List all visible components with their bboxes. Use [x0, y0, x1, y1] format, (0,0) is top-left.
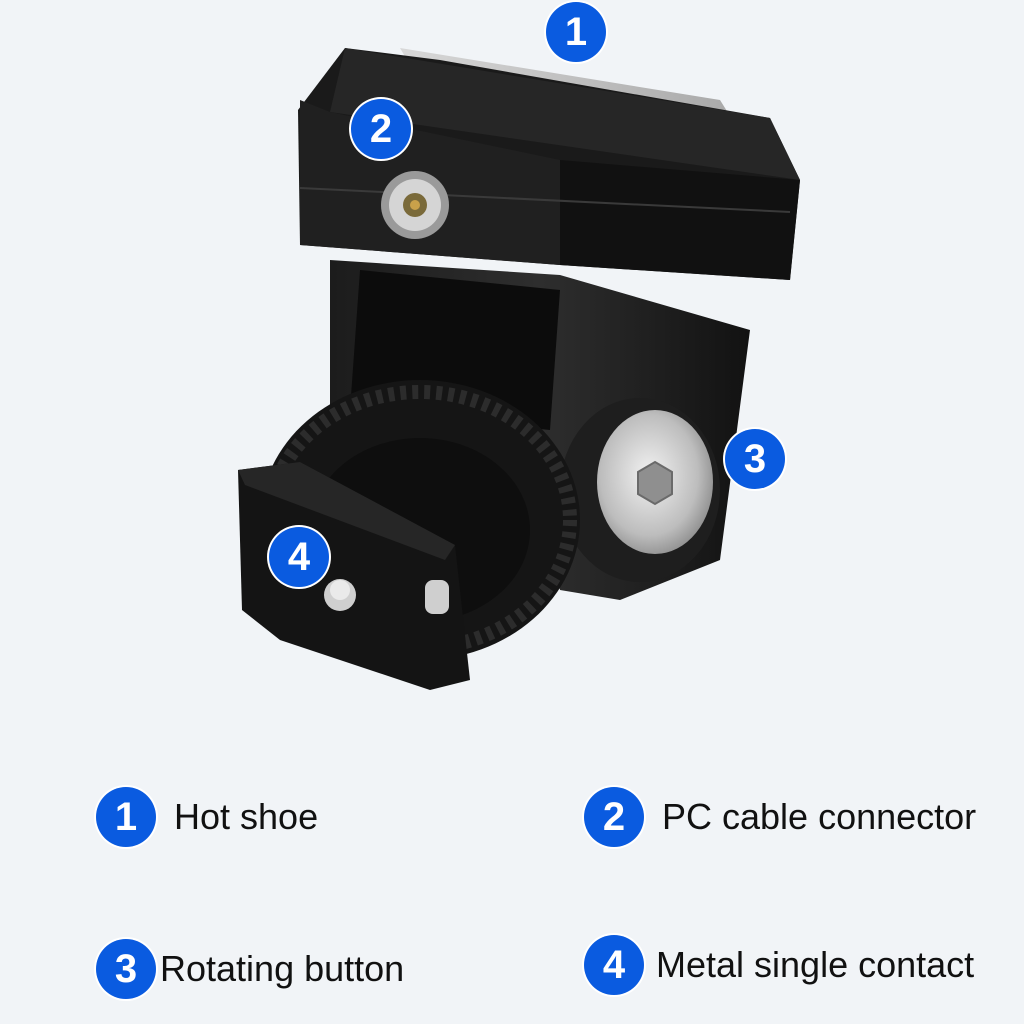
product-image-hot-shoe-adapter	[238, 48, 800, 690]
legend-label-rotating-button: Rotating button	[160, 948, 405, 989]
legend-item-metal-single-contact: 4 Metal single contact	[584, 935, 974, 995]
legend-badge-1: 1	[96, 787, 156, 847]
legend-item-rotating-button: 3 Rotating button	[96, 939, 404, 999]
legend-label-metal-single-contact: Metal single contact	[656, 944, 975, 985]
callout-badge-3: 3	[725, 429, 785, 489]
legend-item-hot-shoe: 1 Hot shoe	[96, 787, 318, 847]
callout-badge-2: 2	[351, 99, 411, 159]
rotating-button	[560, 398, 720, 582]
mounting-foot	[238, 462, 470, 690]
callout-badge-1: 1	[546, 2, 606, 62]
legend-label-hot-shoe: Hot shoe	[174, 796, 319, 837]
callout-badge-4: 4	[269, 527, 329, 587]
adapter-housing	[298, 48, 800, 280]
legend-badge-4: 4	[584, 935, 644, 995]
legend-label-pc-cable-connector: PC cable connector	[662, 796, 977, 837]
legend-badge-3: 3	[96, 939, 156, 999]
legend-badge-2: 2	[584, 787, 644, 847]
pc-cable-connector	[381, 171, 449, 239]
legend-item-pc-cable-connector: 2 PC cable connector	[584, 787, 976, 847]
